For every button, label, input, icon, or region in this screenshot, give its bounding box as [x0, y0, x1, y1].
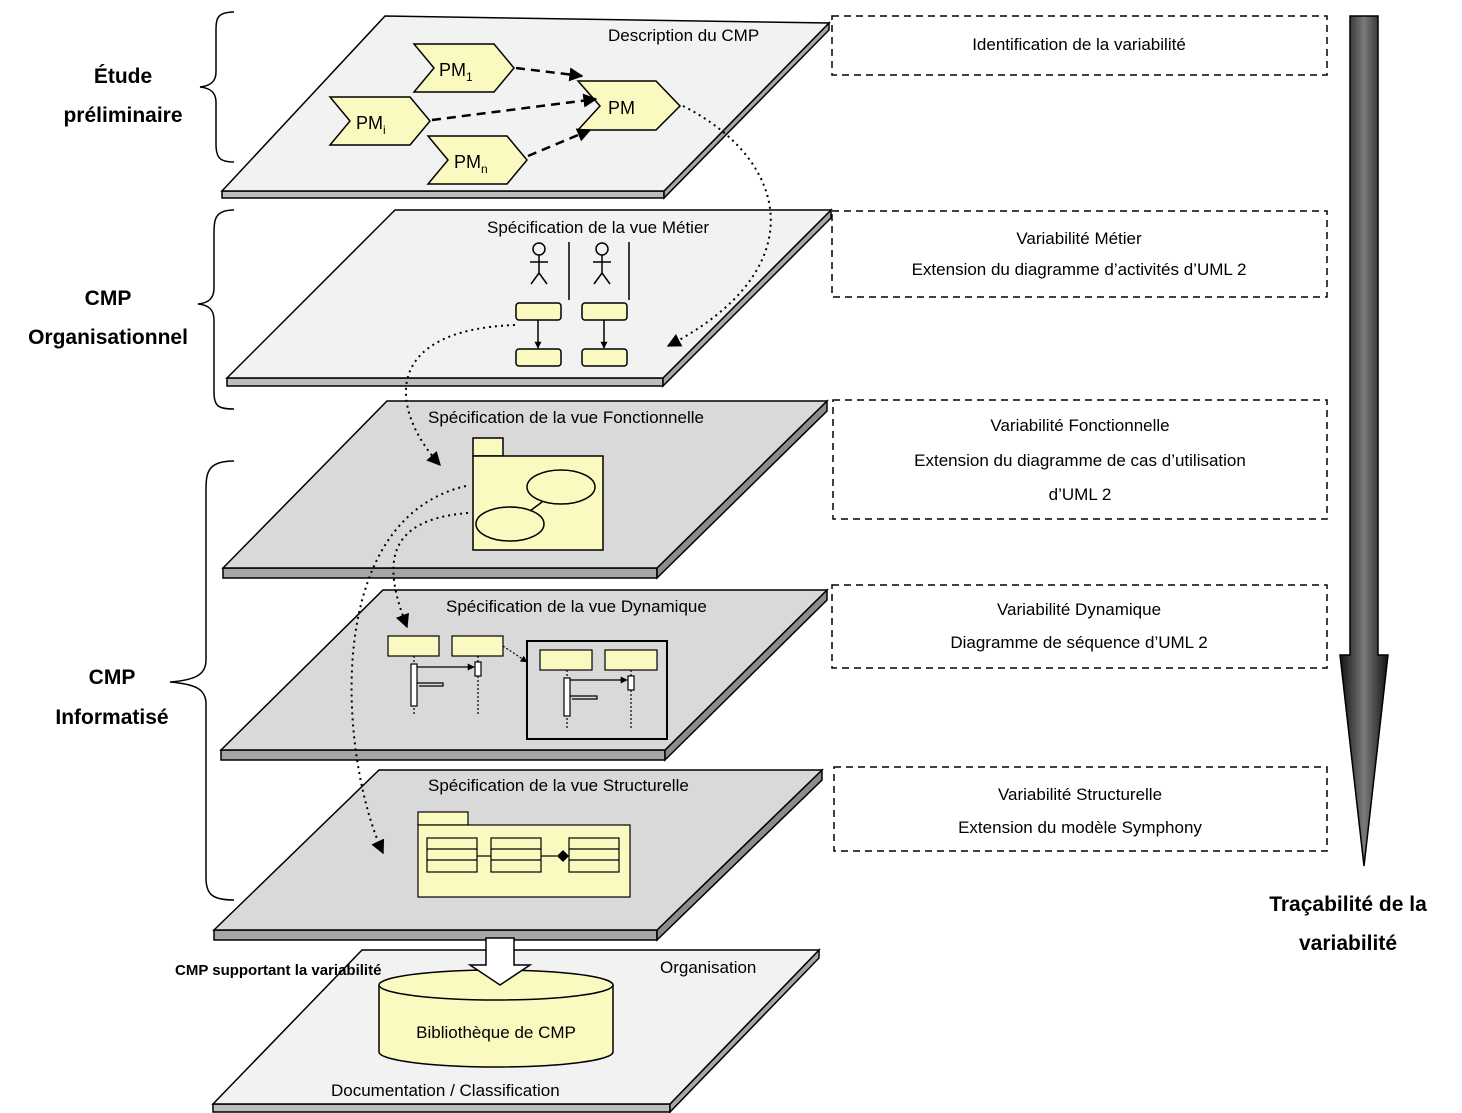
svg-text:CMP: CMP [89, 666, 136, 689]
pm-composition-arrows [431, 66, 598, 158]
svg-text:Variabilité Fonctionnelle: Variabilité Fonctionnelle [990, 416, 1169, 435]
section-etude: Étude préliminaire [63, 65, 182, 127]
svg-text:Extension du modèle Symphony: Extension du modèle Symphony [958, 818, 1202, 837]
pmn-label: PMn [454, 152, 488, 176]
svg-text:Identification de la variabili: Identification de la variabilité [972, 35, 1186, 54]
section-org: CMP Organisationnel [28, 287, 188, 349]
layer-title-description: Description du CMP [608, 26, 759, 45]
layer-title-dynamique: Spécification de la vue Dynamique [446, 597, 707, 616]
svg-text:Informatisé: Informatisé [55, 706, 168, 729]
traceability-arrow [1339, 15, 1389, 867]
section-info: CMP Informatisé [55, 666, 168, 729]
actor-icon [593, 242, 611, 285]
svg-text:Extension du diagramme de cas: Extension du diagramme de cas d’utilisat… [914, 451, 1246, 470]
pmn-node: PMn [426, 135, 528, 185]
pmi-label: PMi [356, 113, 386, 137]
svg-text:CMP: CMP [85, 287, 132, 310]
database-icon: Bibliothèque de CMP [378, 969, 614, 1068]
pmi-node: PMi [328, 96, 431, 146]
trace-arrows [350, 105, 772, 855]
svg-text:Étude: Étude [94, 65, 152, 88]
sequence-diagram [387, 635, 668, 740]
svg-text:Variabilité Métier: Variabilité Métier [1016, 229, 1142, 248]
layer-title-structurelle: Spécification de la vue Structurelle [428, 776, 689, 795]
pm1-node: PM1 [412, 43, 515, 93]
svg-text:Diagramme de séquence d’UML 2: Diagramme de séquence d’UML 2 [950, 633, 1207, 652]
layer-title-metier: Spécification de la vue Métier [487, 218, 709, 237]
svg-text:Organisationnel: Organisationnel [28, 326, 188, 349]
layer-title-fonctionnelle: Spécification de la vue Fonctionnelle [428, 408, 704, 427]
svg-text:Extension du diagramme d’activ: Extension du diagramme d’activités d’UML… [912, 260, 1247, 279]
layer-bottom-label: Documentation / Classification [331, 1081, 560, 1100]
variability-box-3: Variabilité Fonctionnelle Extension du d… [832, 399, 1328, 520]
layer-title-organisation: Organisation [660, 958, 756, 977]
actor-icon [530, 242, 548, 285]
class-diagram [417, 811, 631, 898]
pm1-label: PM1 [439, 60, 473, 84]
traceability-label: Traçabilité de la variabilité [1269, 893, 1427, 955]
brace-icon [169, 11, 235, 901]
use-case-diagram [472, 437, 604, 551]
pm-label: PM [608, 98, 635, 118]
svg-text:Variabilité Structurelle: Variabilité Structurelle [998, 785, 1162, 804]
svg-text:d’UML 2: d’UML 2 [1049, 485, 1112, 504]
activity-diagram [515, 242, 630, 367]
svg-text:préliminaire: préliminaire [63, 104, 182, 127]
support-arrow [467, 937, 533, 986]
variability-box-1: Identification de la variabilité [831, 15, 1328, 76]
variability-box-5: Variabilité Structurelle Extension du mo… [833, 766, 1328, 852]
support-label: CMP supportant la variabilité [175, 962, 381, 979]
pm-node: PM [576, 80, 682, 131]
library-label: Bibliothèque de CMP [416, 1023, 576, 1042]
layer-dynamique: Spécification de la vue Dynamique [219, 588, 829, 762]
svg-text:Traçabilité de la: Traçabilité de la [1269, 893, 1427, 916]
variability-box-4: Variabilité Dynamique Diagramme de séque… [831, 584, 1328, 669]
layer-description: Description du CMP [220, 15, 831, 200]
svg-text:variabilité: variabilité [1299, 932, 1397, 955]
variability-box-2: Variabilité Métier Extension du diagramm… [831, 210, 1328, 298]
svg-text:Variabilité Dynamique: Variabilité Dynamique [997, 600, 1161, 619]
